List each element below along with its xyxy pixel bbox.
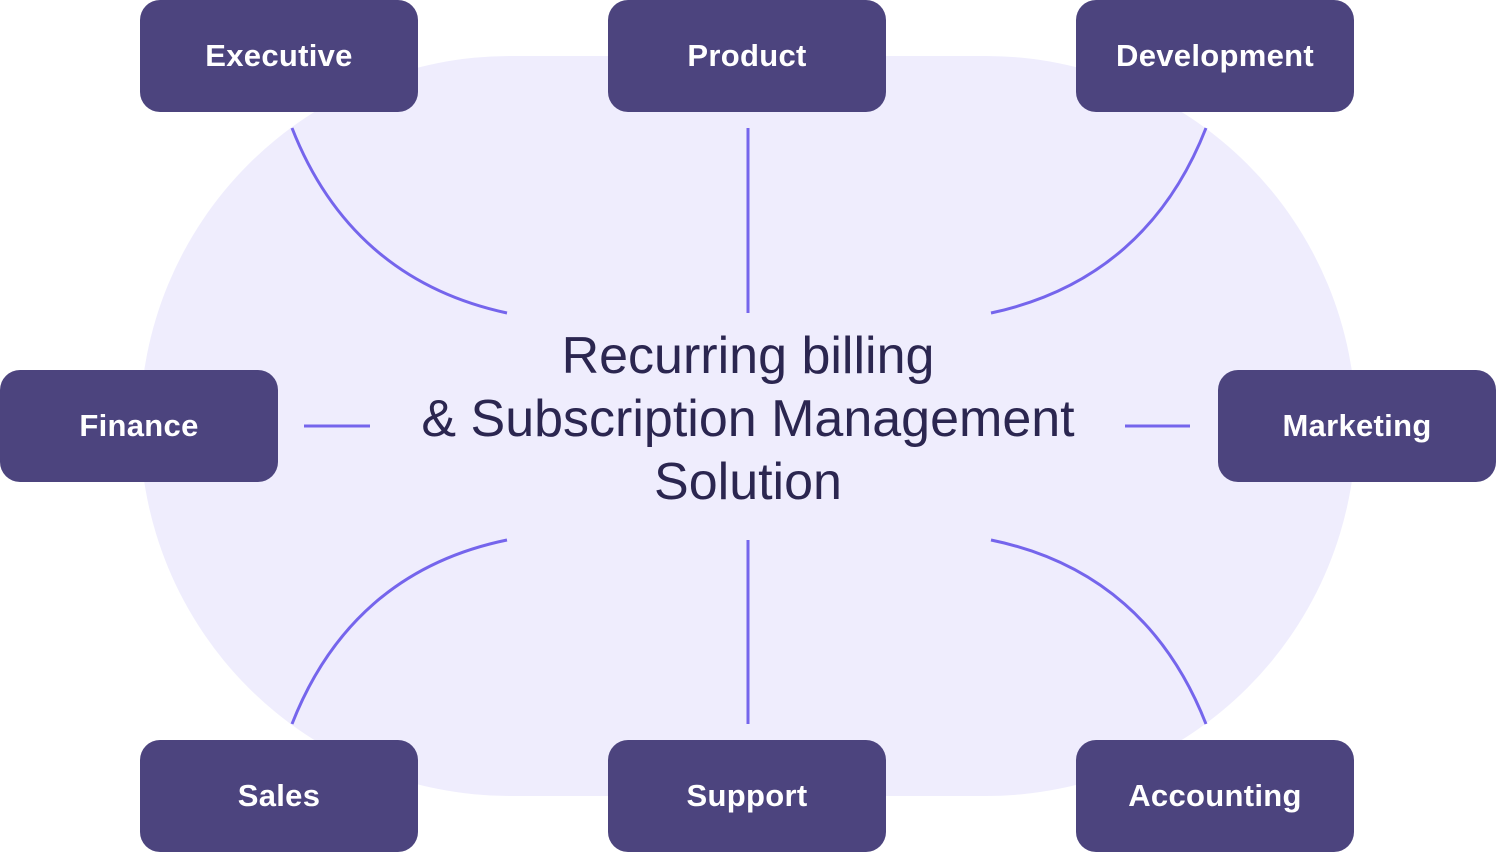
node-marketing-label: Marketing xyxy=(1282,408,1432,443)
node-marketing[interactable]: Marketing xyxy=(1218,370,1496,482)
connector-executive xyxy=(290,127,508,315)
node-sales[interactable]: Sales xyxy=(140,740,418,852)
center-title-line-3: Solution xyxy=(654,453,842,511)
node-product-label: Product xyxy=(687,38,807,73)
center-title-line-2: & Subscription Management xyxy=(421,390,1075,448)
node-support-label: Support xyxy=(686,778,808,813)
node-sales-label: Sales xyxy=(237,778,321,813)
center-title-line-1: Recurring billing xyxy=(561,327,935,385)
node-finance[interactable]: Finance xyxy=(0,370,278,482)
center-title: Recurring billing & Subscription Managem… xyxy=(330,325,1166,514)
node-accounting[interactable]: Accounting xyxy=(1076,740,1354,852)
node-support[interactable]: Support xyxy=(608,740,886,852)
node-development-label: Development xyxy=(1116,38,1314,73)
connector-sales xyxy=(290,538,508,725)
node-executive[interactable]: Executive xyxy=(140,0,418,112)
node-accounting-label: Accounting xyxy=(1128,778,1302,813)
connector-accounting xyxy=(990,538,1208,725)
node-executive-label: Executive xyxy=(205,38,353,73)
node-development[interactable]: Development xyxy=(1076,0,1354,112)
node-finance-label: Finance xyxy=(79,408,199,443)
node-product[interactable]: Product xyxy=(608,0,886,112)
connector-development xyxy=(990,127,1208,315)
